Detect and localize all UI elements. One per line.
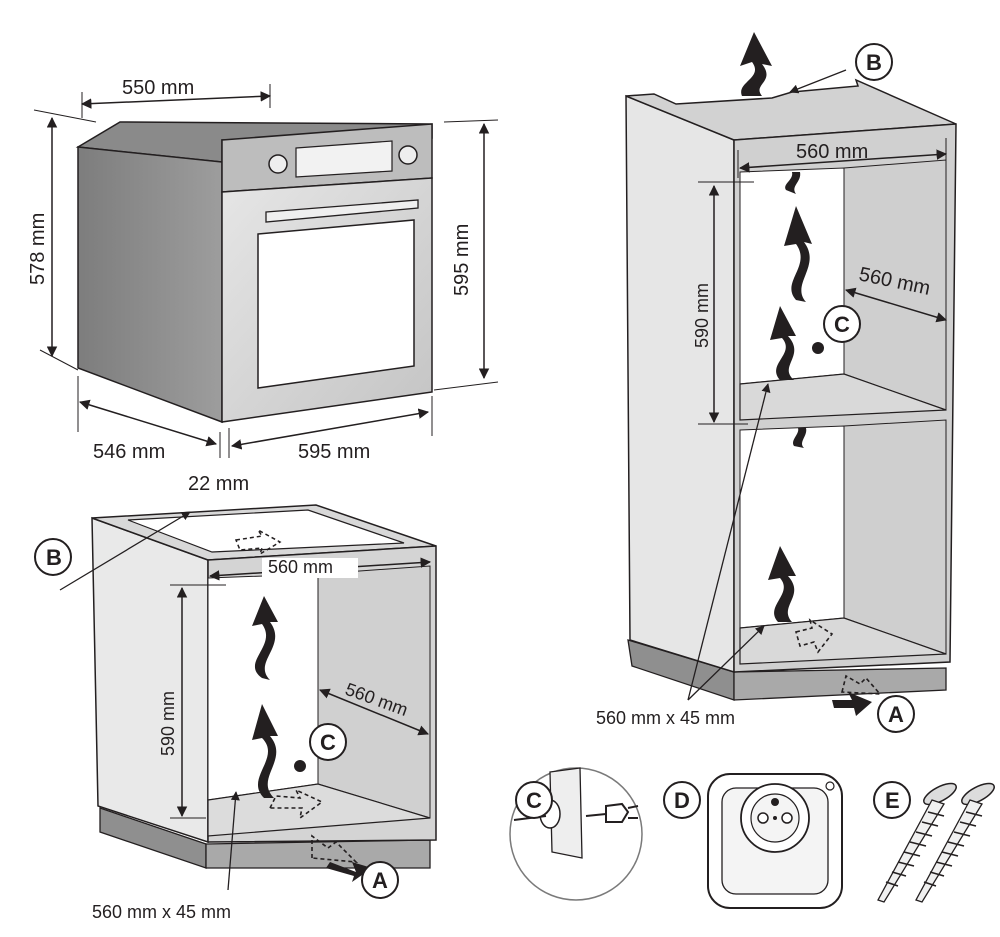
oven-height-front-label: 595 mm (451, 224, 473, 296)
oven-drawing: 550 mm 578 mm 595 mm 546 mm 22 mm 595 mm (27, 77, 499, 495)
detail-badge-d: D (674, 788, 690, 813)
oven-side (77, 146, 223, 424)
tall-gap-arrow-icon (793, 428, 807, 448)
detail-d-socket: D (663, 773, 843, 909)
oven-depth-top-label: 550 mm (122, 77, 194, 99)
tall-inlet-arrow-icon (832, 692, 872, 716)
base-plinth-front (205, 839, 431, 869)
detail-c-plug: C (509, 767, 643, 901)
tall-badge-b: B (866, 50, 882, 75)
base-badge-a: A (372, 868, 388, 893)
tall-height-label: 590 mm (692, 283, 712, 348)
tall-plinth-front (733, 667, 947, 701)
base-top-opening (127, 509, 405, 553)
oven-width-front-label: 595 mm (298, 441, 370, 463)
base-socket-point-icon (294, 760, 306, 772)
tall-vent-label: 560 mm x 45 mm (596, 708, 735, 728)
base-height-label: 590 mm (158, 691, 178, 756)
detail-badge-e: E (885, 788, 900, 813)
tall-socket-point-icon (812, 342, 824, 354)
oven-front-protrusion-label: 22 mm (188, 473, 249, 495)
plug-icon (605, 802, 639, 823)
oven-display (295, 140, 393, 178)
oven-height-body-label: 578 mm (27, 213, 49, 285)
tall-lower-floor (739, 617, 947, 665)
oven-knob-left-icon (268, 154, 288, 174)
base-airflow-lower-arrow-icon (252, 704, 278, 798)
base-badge-b: B (46, 545, 62, 570)
oven-handle (265, 199, 419, 223)
base-inlet-arrow-icon (326, 862, 372, 882)
tall-badge-a: A (888, 702, 904, 727)
tall-lower-right-wall (843, 419, 947, 655)
screw-left-icon (877, 782, 957, 903)
tall-mid-arrow-icon (770, 306, 796, 380)
base-side-panel (91, 516, 209, 844)
oven-depth-side-label: 546 mm (93, 441, 165, 463)
oven-window (257, 219, 415, 389)
screw-right-icon (915, 782, 995, 903)
tall-upper-arrow-icon (784, 206, 812, 302)
tall-lower-arrow-icon (768, 546, 796, 622)
base-cabinet-drawing: 560 mm 590 mm 560 mm B C A 560 mm x 45 m… (34, 504, 437, 922)
base-width-label: 560 mm (268, 557, 333, 577)
base-airflow-upper-arrow-icon (252, 596, 278, 680)
tall-upper-floor (739, 373, 947, 421)
detail-e-screws: E (873, 781, 995, 903)
tall-width-label: 560 mm (796, 141, 868, 163)
detail-badge-c: C (526, 788, 542, 813)
base-badge-c: C (320, 730, 336, 755)
base-vent-label: 560 mm x 45 mm (92, 902, 231, 922)
tall-floor-vent-arrow-icon (795, 618, 834, 654)
oven-knob-right-icon (398, 145, 418, 165)
tall-top-slot-arrow-icon (785, 172, 801, 194)
tall-exhaust-arrow-icon (740, 32, 772, 96)
tall-cabinet-drawing: 560 mm 590 mm 560 mm B C A 560 mm x 45 m… (596, 32, 957, 733)
base-top-vent-arrow-icon (234, 529, 282, 556)
tall-inlet-vent-arrow-icon (840, 674, 882, 695)
base-inlet-vent-arrow-icon (311, 834, 359, 863)
base-floor-vent-arrow-icon (268, 788, 324, 820)
tall-badge-c: C (834, 312, 850, 337)
